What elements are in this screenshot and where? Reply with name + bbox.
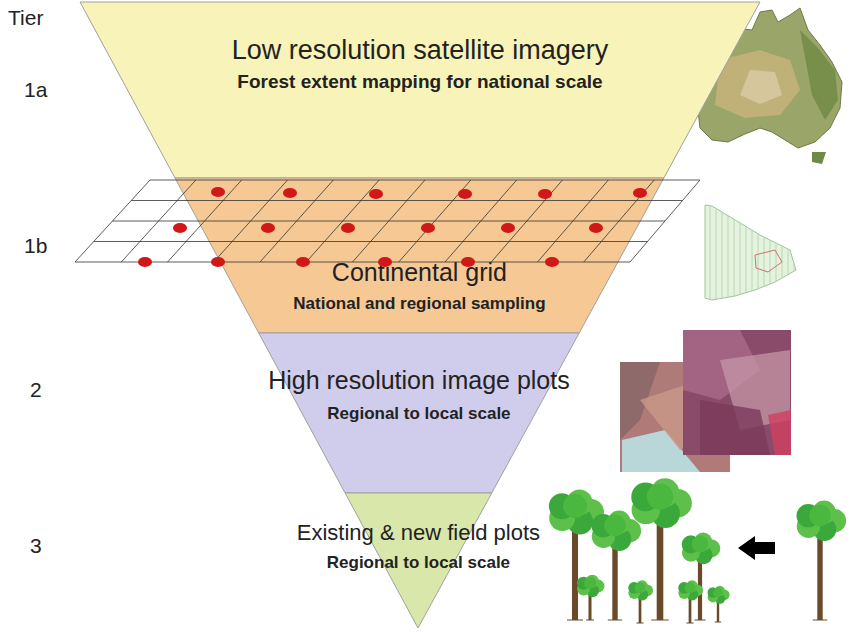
tier-number: 2	[30, 378, 42, 402]
tier-number: 1b	[24, 234, 47, 258]
band-heading: Existing & new field plots	[297, 520, 540, 546]
tier-number: 1a	[24, 78, 47, 102]
tier-band: Continental gridNational and regional sa…	[175, 178, 664, 333]
tier-band: Existing & new field plotsRegional to lo…	[291, 493, 546, 628]
band-heading: Continental grid	[332, 258, 507, 287]
band-subheading: National and regional sampling	[293, 294, 545, 314]
tier-band: High resolution image plotsRegional to l…	[259, 333, 579, 493]
tier-heading: Tier	[8, 6, 43, 30]
band-heading: High resolution image plots	[268, 366, 570, 395]
band-subheading: Regional to local scale	[327, 553, 510, 573]
satellite-images	[620, 330, 791, 472]
victoria-map	[705, 205, 796, 300]
tier-number: 3	[30, 534, 42, 558]
band-subheading: Regional to local scale	[327, 404, 510, 424]
pointer-arrow	[738, 536, 775, 560]
tier-band: Low resolution satellite imageryForest e…	[80, 2, 760, 178]
band-heading: Low resolution satellite imagery	[232, 35, 609, 66]
trees	[549, 478, 846, 623]
band-subheading: Forest extent mapping for national scale	[237, 71, 602, 93]
